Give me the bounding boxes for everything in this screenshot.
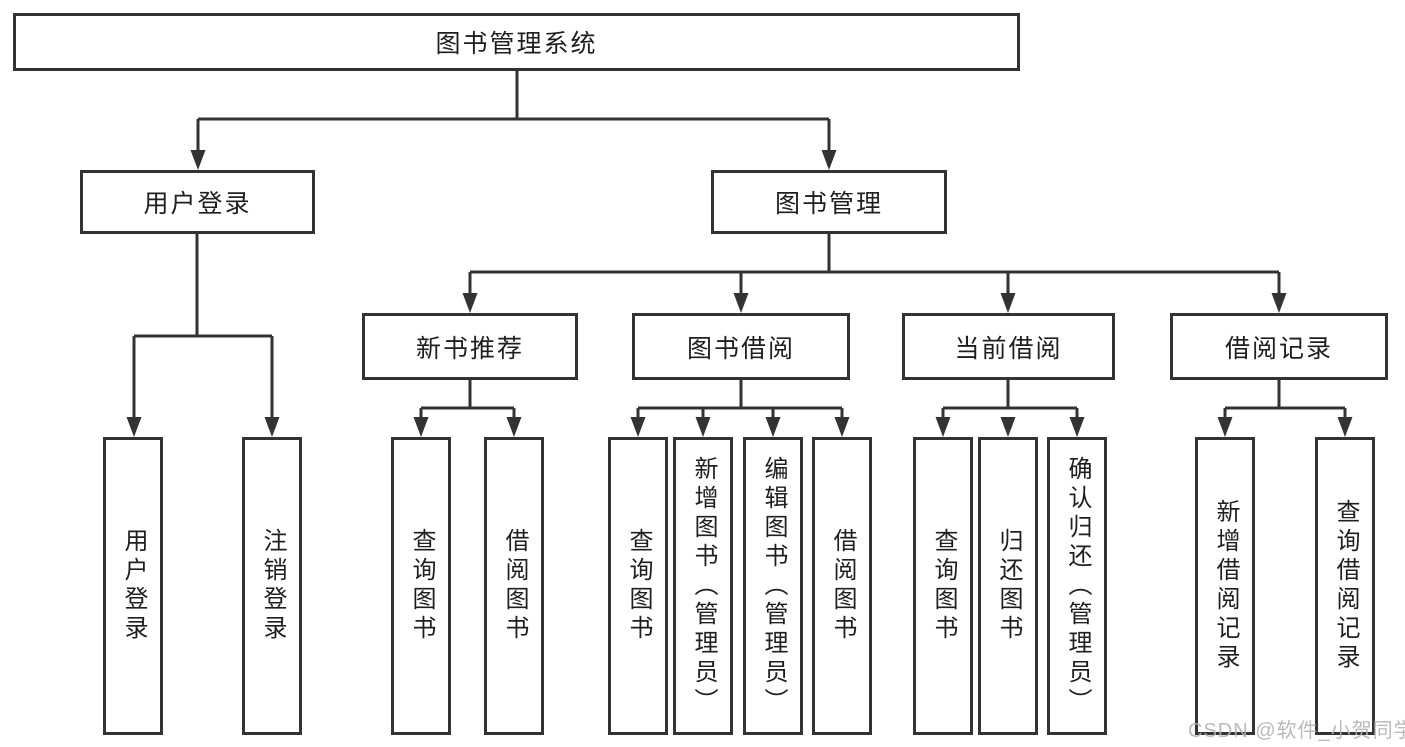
leaf-user-login: 用户登录 xyxy=(103,437,163,735)
leaf-nbr-borrow-books-label: 借阅图书 xyxy=(501,528,528,644)
leaf-logout-label: 注销登录 xyxy=(259,528,286,644)
leaf-bb-query-books-label: 查询图书 xyxy=(625,528,652,644)
leaf-logout: 注销登录 xyxy=(242,437,302,735)
leaf-cb-query-books-label: 查询图书 xyxy=(930,528,957,644)
leaf-bb-add-books: 新增图书（管理员） xyxy=(673,437,733,735)
node-borrow-record-label: 借阅记录 xyxy=(1224,334,1333,363)
leaf-bb-edit-books-label: 编辑图书（管理员） xyxy=(760,455,787,717)
node-book-management-label: 图书管理 xyxy=(774,190,883,218)
node-book-management: 图书管理 xyxy=(711,170,947,234)
node-new-book-recommend-label: 新书推荐 xyxy=(415,334,524,363)
node-current-borrow: 当前借阅 xyxy=(902,313,1115,380)
leaf-br-query-record-label: 查询借阅记录 xyxy=(1332,499,1359,673)
leaf-bb-edit-books: 编辑图书（管理员） xyxy=(743,437,803,735)
watermark: CSDN @软件_小贺同学 xyxy=(1188,720,1405,742)
leaf-cb-return-books: 归还图书 xyxy=(978,437,1038,735)
node-user-login-label: 用户登录 xyxy=(143,190,252,218)
leaf-cb-query-books: 查询图书 xyxy=(913,437,973,735)
node-new-book-recommend: 新书推荐 xyxy=(362,313,578,380)
node-book-borrow: 图书借阅 xyxy=(632,313,850,380)
leaf-bb-borrow-books: 借阅图书 xyxy=(812,437,872,735)
node-user-login: 用户登录 xyxy=(80,170,315,234)
node-borrow-record: 借阅记录 xyxy=(1170,313,1388,380)
leaf-nbr-borrow-books: 借阅图书 xyxy=(484,437,544,735)
leaf-cb-confirm-return: 确认归还（管理员） xyxy=(1047,437,1107,735)
leaf-br-add-record-label: 新增借阅记录 xyxy=(1212,499,1239,673)
node-current-borrow-label: 当前借阅 xyxy=(954,334,1063,363)
leaf-nbr-query-books-label: 查询图书 xyxy=(408,528,435,644)
leaf-bb-query-books: 查询图书 xyxy=(608,437,668,735)
leaf-cb-return-books-label: 归还图书 xyxy=(995,528,1022,644)
node-root: 图书管理系统 xyxy=(13,13,1020,71)
arrowhead-group xyxy=(126,150,1353,437)
node-book-borrow-label: 图书借阅 xyxy=(686,334,795,363)
leaf-bb-add-books-label: 新增图书（管理员） xyxy=(690,455,717,717)
leaf-br-add-record: 新增借阅记录 xyxy=(1195,437,1255,735)
leaf-user-login-label: 用户登录 xyxy=(120,528,147,644)
leaf-bb-borrow-books-label: 借阅图书 xyxy=(829,528,856,644)
node-root-label: 图书管理系统 xyxy=(435,30,598,58)
leaf-cb-confirm-return-label: 确认归还（管理员） xyxy=(1064,455,1091,717)
leaf-nbr-query-books: 查询图书 xyxy=(391,437,451,735)
leaf-br-query-record: 查询借阅记录 xyxy=(1315,437,1375,735)
